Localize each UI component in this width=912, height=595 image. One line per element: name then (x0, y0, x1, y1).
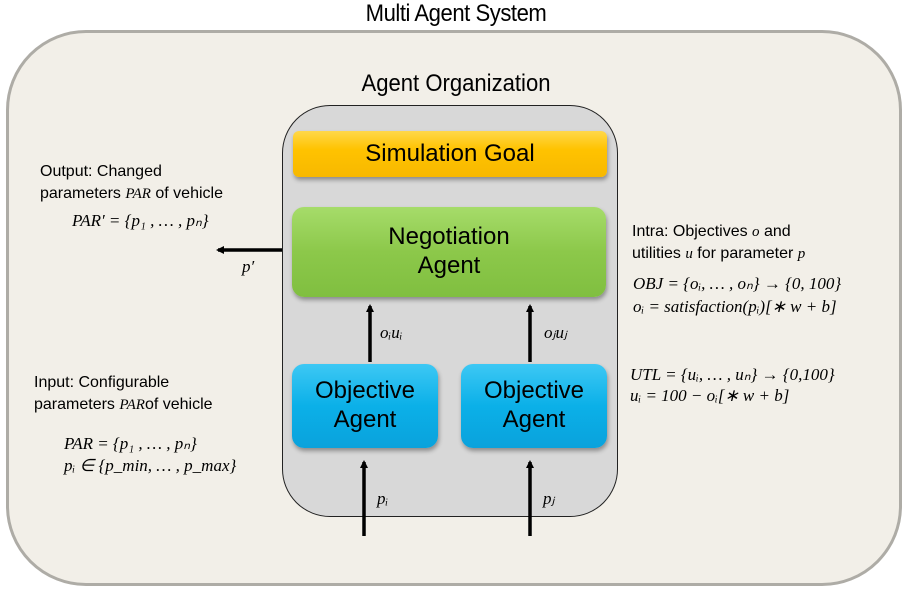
obj-formula: OBJ = {oᵢ, … , oₙ} → {0, 100} (633, 274, 842, 293)
intra-note: Intra: Objectives o and utilities u for … (632, 221, 805, 265)
input-note-text: parameters (34, 396, 120, 413)
output-formula: PAR′ = {p₁ , … , pₙ} (72, 211, 209, 230)
agent-organization-title: Agent Organization (361, 70, 551, 97)
negotiation-agent-label-2: Agent (417, 252, 481, 279)
multi-agent-system-title: Multi Agent System (365, 0, 547, 27)
objective-agent-box-j: Objective Agent (461, 364, 607, 448)
utility-formula: uᵢ = 100 − oᵢ[∗ w + b] (630, 386, 790, 405)
oi-ui-label: oᵢuᵢ (380, 323, 403, 342)
oj-uj-label: oⱼuⱼ (544, 323, 567, 342)
objective-agent-box-i: Objective Agent (292, 364, 438, 448)
input-formula-2: pᵢ ∈ {p_min, … , p_max} (64, 456, 237, 475)
output-note-text-post: of vehicle (150, 185, 223, 202)
output-note-text: parameters (40, 185, 126, 202)
input-note-var: PAR (119, 397, 145, 413)
pi-label: pᵢ (377, 489, 389, 508)
intra-note-line1: Intra: Objectives o and (632, 221, 805, 243)
output-note: Output: Changed parameters PAR of vehicl… (40, 161, 223, 205)
input-note-line2: parameters PARof vehicle (34, 394, 213, 416)
intra-note-var-p: p (797, 246, 806, 262)
objective-agent-label-2: Agent (333, 406, 397, 433)
intra-note-text-post: and (759, 223, 791, 240)
utl-formula: UTL = {uᵢ, … , uₙ} → {0,100} (630, 365, 835, 384)
simulation-goal-label: Simulation Goal (365, 139, 535, 167)
intra-note-text: Intra: Objectives (632, 223, 753, 240)
negotiation-agent-label-1: Negotiation (388, 223, 510, 251)
intra-note-var-u: u (685, 246, 693, 262)
intra-note-var-o: o (752, 224, 760, 240)
objective-agent-label-2: Agent (502, 406, 566, 433)
output-note-line1: Output: Changed (40, 163, 162, 180)
output-note-line2: parameters PAR of vehicle (40, 183, 223, 205)
intra-note-text-2: utilities (632, 245, 686, 262)
input-formula-1: PAR = {p₁ , … , pₙ} (64, 434, 197, 453)
intra-note-line2: utilities u for parameter p (632, 243, 805, 265)
input-note-text-post: of vehicle (144, 396, 213, 413)
input-note: Input: Configurable parameters PARof veh… (34, 372, 213, 416)
negotiation-agent-box: Negotiation Agent (292, 207, 606, 297)
output-note-var: PAR (125, 186, 151, 202)
input-note-line1: Input: Configurable (34, 374, 170, 391)
objective-agent-label-1: Objective (314, 377, 416, 405)
intra-note-text-2-post: for parameter (692, 245, 798, 262)
simulation-goal-box: Simulation Goal (293, 131, 607, 177)
satisfaction-formula: oᵢ = satisfaction(pᵢ)[∗ w + b] (633, 297, 837, 316)
output-arrow-label: p′ (242, 257, 255, 276)
pj-label: pⱼ (543, 489, 555, 508)
objective-agent-label-1: Objective (483, 377, 585, 405)
